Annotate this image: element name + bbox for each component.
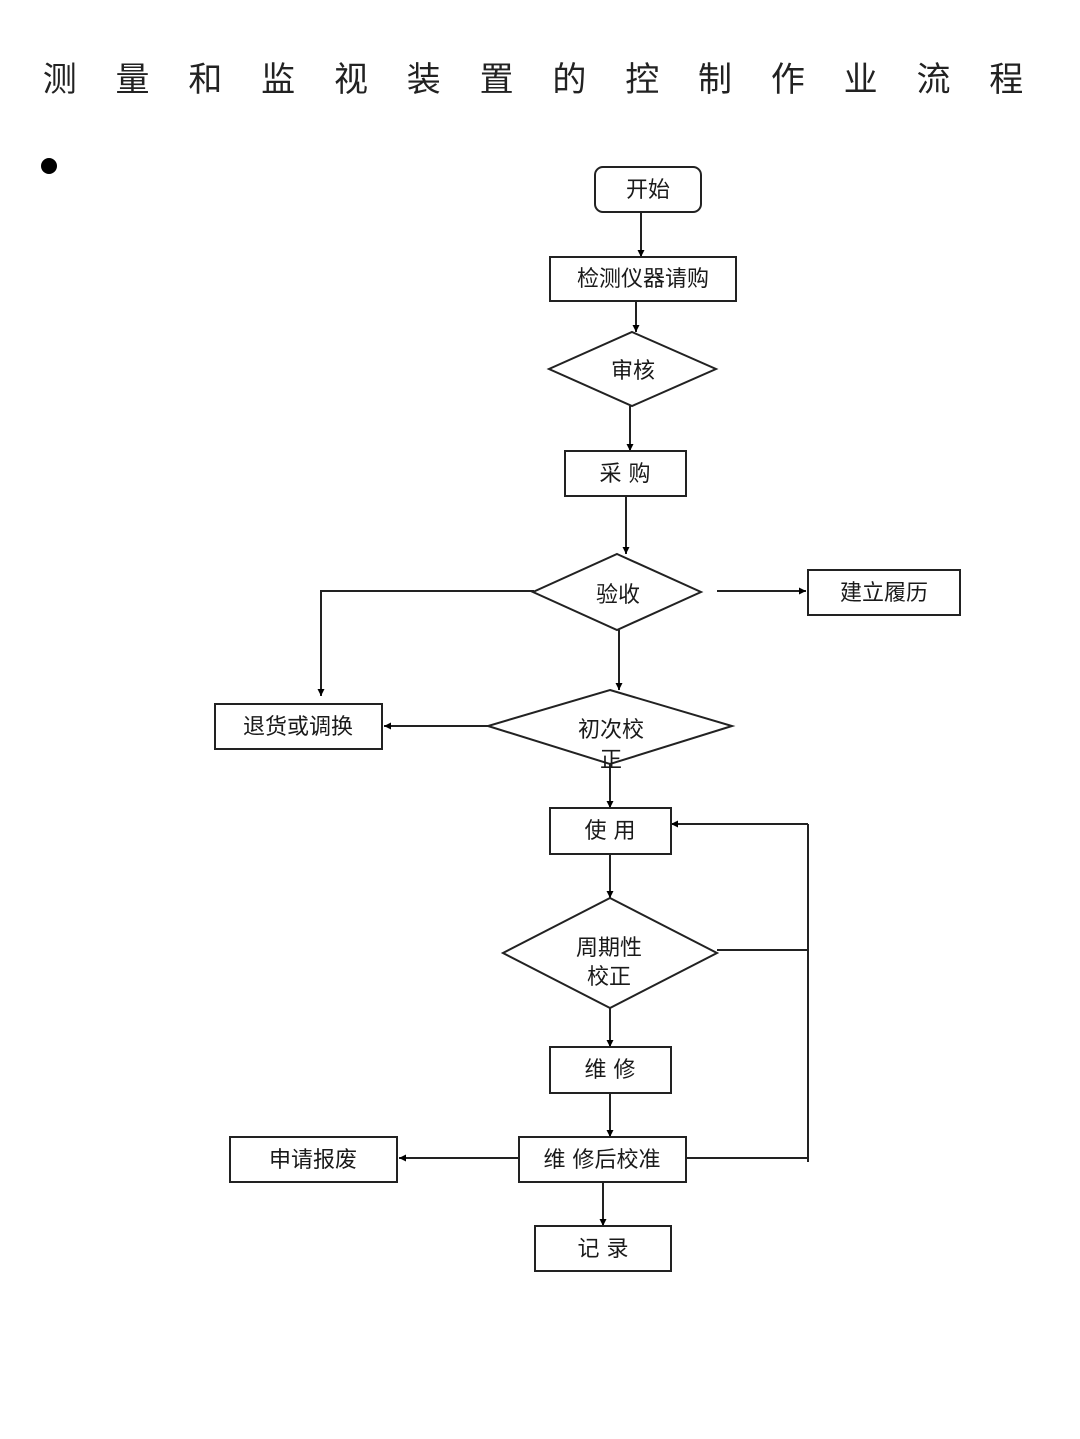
node-repair: [549, 1046, 672, 1094]
node-start: [594, 166, 702, 213]
label-periodic-calibration-line2: 校正: [587, 965, 631, 990]
label-procurement: 采 购: [600, 462, 651, 487]
node-create-history: [807, 569, 961, 616]
label-repair: 维 修: [585, 1058, 636, 1083]
label-acceptance: 验收: [596, 583, 640, 608]
label-periodic-calibration-line1: 周期性: [576, 936, 642, 961]
node-purchase-request: [549, 256, 737, 302]
node-post-repair-calibration: [518, 1136, 687, 1183]
node-return-exchange: [214, 703, 383, 750]
label-initial-calibration-line1: 初次校: [578, 718, 644, 743]
page-title: 测 量 和 监 视 装 置 的 控 制 作 业 流 程: [42, 60, 1038, 100]
node-use: [549, 807, 672, 855]
node-procurement: [564, 450, 687, 497]
label-record: 记 录: [578, 1237, 629, 1262]
label-return-exchange: 退货或调换: [243, 715, 353, 740]
label-apply-scrap: 申请报废: [269, 1148, 357, 1173]
label-purchase-request: 检测仪器请购: [577, 267, 709, 292]
node-apply-scrap: [229, 1136, 398, 1183]
bullet-point: [41, 158, 57, 174]
label-start: 开始: [626, 178, 670, 203]
node-acceptance: [530, 552, 704, 632]
node-initial-calibration: [484, 688, 736, 766]
node-review: [546, 330, 719, 408]
label-post-repair-calibration: 维 修后校准: [544, 1148, 661, 1173]
label-initial-calibration-line2: 正: [600, 748, 622, 773]
node-record: [534, 1225, 672, 1272]
label-use: 使 用: [585, 819, 636, 844]
edge-acceptance-to-return: [317, 590, 534, 696]
label-review: 审核: [611, 359, 655, 384]
label-create-history: 建立履历: [840, 581, 928, 606]
node-periodic-calibration: [500, 896, 720, 1010]
